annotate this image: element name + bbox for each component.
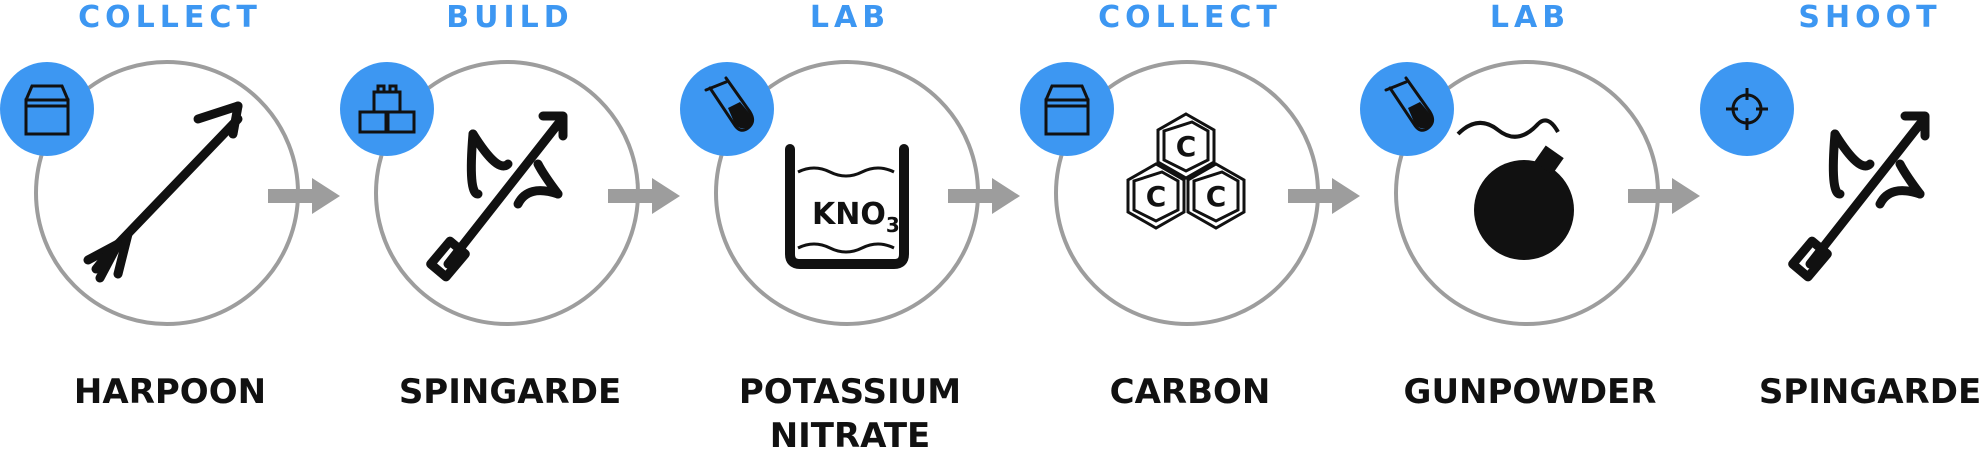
formula-label: KNO3: [812, 197, 900, 237]
step-item-label: CARBON: [1109, 372, 1271, 412]
step-action-label: COLLECT: [1098, 0, 1282, 35]
box-icon: [1044, 84, 1090, 136]
step-item-label: SPINGARDE: [398, 372, 622, 412]
step-action-label: LAB: [1489, 0, 1571, 35]
crosshair-icon: [1726, 88, 1768, 130]
carbon-molecule-icon: C C C: [1126, 112, 1246, 230]
atom-label: C: [1206, 180, 1227, 213]
step-action-label: LAB: [809, 0, 891, 35]
step-item-label: SPINGARDE: [1758, 372, 1980, 412]
test-tube-icon: [1384, 76, 1435, 132]
flow-arrow-icon: [948, 178, 1020, 214]
bricks-icon: [358, 84, 416, 134]
step-5: LAB GUNPOWDER: [1360, 0, 1700, 464]
step-action-label: SHOOT: [1798, 0, 1942, 35]
step-badge: [680, 62, 774, 156]
step-action-label: BUILD: [446, 0, 574, 35]
step-action-label: COLLECT: [78, 0, 262, 35]
flow-arrow-icon: [268, 178, 340, 214]
step-1: COLLECT HARPOON: [0, 0, 340, 464]
crossbow-icon: [426, 111, 568, 282]
flow-arrow-icon: [1288, 178, 1360, 214]
step-badge: [1700, 62, 1794, 156]
box-icon: [24, 84, 70, 136]
step-4: COLLECT C C C CARBO: [1020, 0, 1360, 464]
crossbow-icon: [1788, 111, 1930, 282]
beaker-icon: KNO3: [785, 144, 909, 269]
atom-label: C: [1146, 180, 1167, 213]
step-badge: [1020, 62, 1114, 156]
step-6: SHOOT SPINGARDE: [1700, 0, 1980, 464]
step-item-label: HARPOON: [73, 372, 267, 412]
step-2: BUILD SPINGARDE: [340, 0, 680, 464]
step-badge: [340, 62, 434, 156]
flow-arrow-icon: [1628, 178, 1700, 214]
bomb-icon: [1456, 118, 1574, 260]
step-item-label: POTASSIUM NITRATE: [738, 372, 962, 456]
test-tube-icon: [704, 76, 755, 132]
flow-arrow-icon: [608, 178, 680, 214]
harpoon-icon: [83, 101, 243, 283]
step-badge: [0, 62, 94, 156]
step-badge: [1360, 62, 1454, 156]
step-item-label: GUNPOWDER: [1403, 372, 1657, 412]
step-3: LAB KNO3 POTASSIUM NITRATE: [680, 0, 1020, 464]
atom-label: C: [1176, 130, 1197, 163]
